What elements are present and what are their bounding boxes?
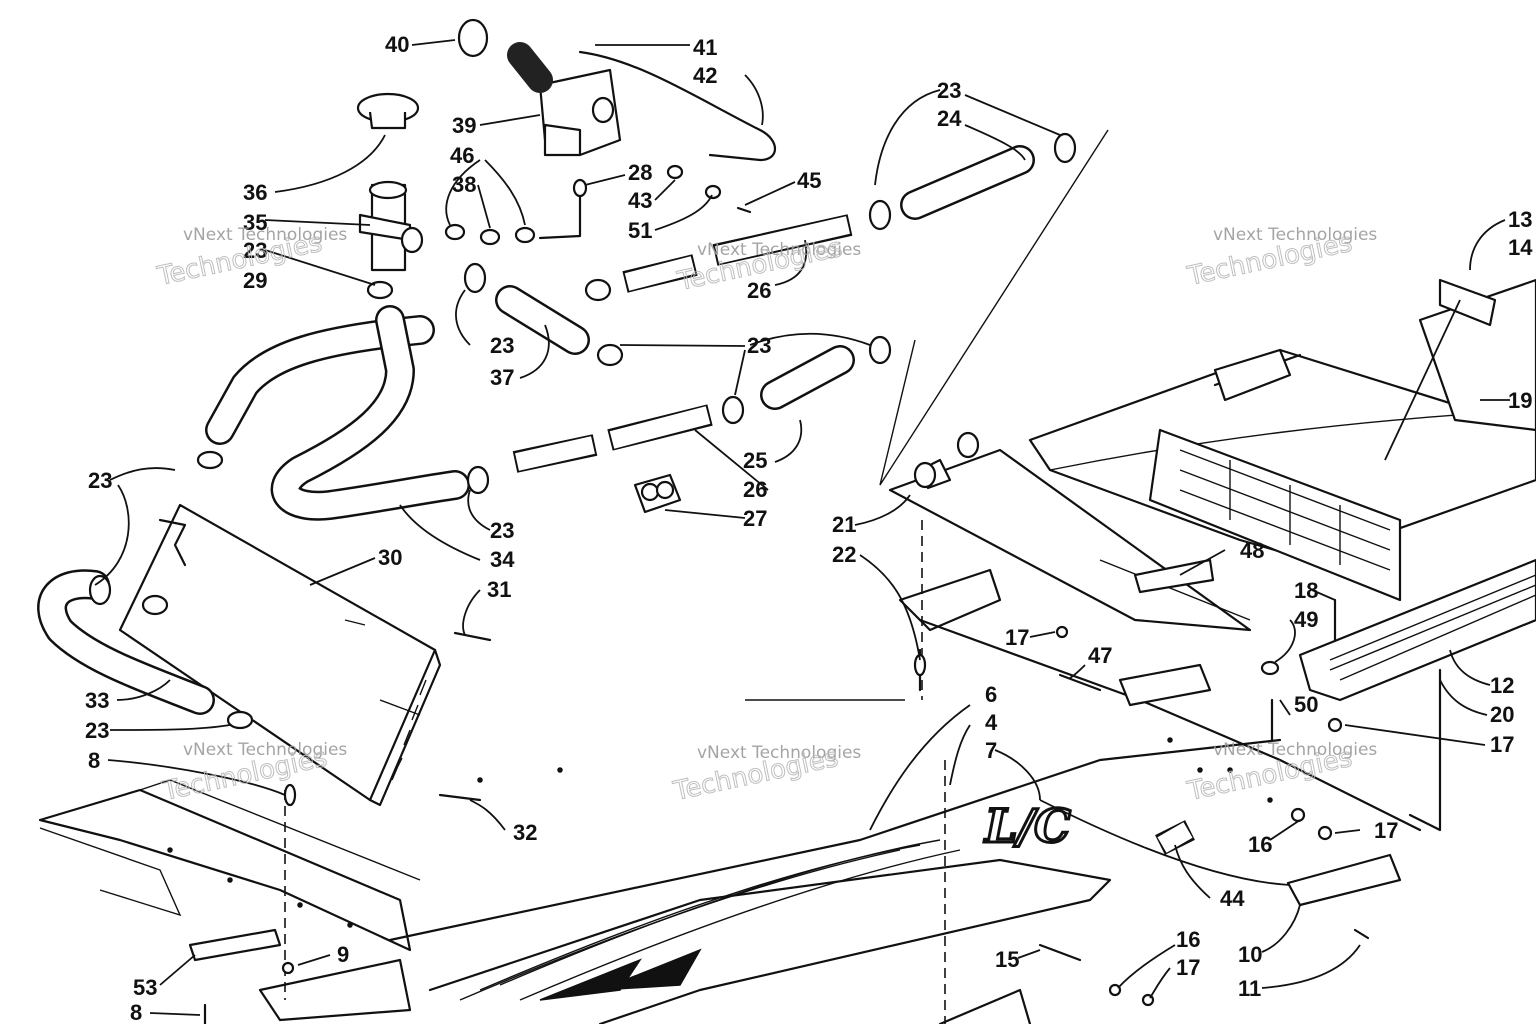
hose-assemblies	[37, 145, 1035, 715]
callout-37: 37	[490, 365, 514, 390]
callout-25: 25	[743, 448, 767, 473]
callout-17-d: 17	[1176, 955, 1200, 980]
callout-38: 38	[452, 172, 476, 197]
callout-18: 18	[1294, 578, 1318, 603]
callout-47: 47	[1088, 643, 1112, 668]
callout-17-c: 17	[1374, 818, 1398, 843]
callout-34: 34	[490, 547, 515, 572]
callout-23-e: 23	[490, 518, 514, 543]
chassis-belly-pan	[38, 568, 1422, 1026]
callout-44: 44	[1220, 886, 1245, 911]
callout-33: 33	[85, 688, 109, 713]
callout-7: 7	[985, 738, 997, 763]
callout-28: 28	[628, 160, 652, 185]
callout-11: 11	[1238, 976, 1261, 1001]
watermark-text: vNext Technologies	[697, 743, 861, 763]
callout-23-c: 23	[490, 333, 514, 358]
callout-41: 41	[693, 35, 717, 60]
callout-49: 49	[1294, 607, 1318, 632]
callout-24: 24	[937, 106, 962, 131]
callout-40: 40	[385, 32, 409, 57]
callout-17-b: 17	[1490, 732, 1514, 757]
reservoir-bracket	[457, 18, 622, 157]
callout-23-g: 23	[85, 718, 109, 743]
callout-43: 43	[628, 188, 652, 213]
callout-36: 36	[243, 180, 267, 205]
watermark-text: vNext Technologies	[1213, 740, 1377, 760]
callout-8-b: 8	[130, 1000, 142, 1024]
callout-20: 20	[1490, 702, 1514, 727]
tubes	[512, 214, 853, 473]
callout-29: 29	[243, 268, 267, 293]
callout-10: 10	[1238, 942, 1262, 967]
callout-46: 46	[450, 143, 474, 168]
callout-4: 4	[985, 710, 998, 735]
callout-23-f: 23	[88, 468, 112, 493]
leader-lines	[94, 39, 1510, 1016]
callout-53: 53	[133, 975, 157, 1000]
callout-17-a: 17	[1005, 625, 1029, 650]
hose-clamps	[88, 132, 1077, 730]
callout-15: 15	[995, 947, 1019, 972]
fittings	[141, 50, 927, 1026]
callout-31: 31	[487, 577, 511, 602]
callout-35: 35	[243, 210, 267, 235]
heat-exchanger	[118, 503, 442, 807]
callout-12: 12	[1490, 673, 1514, 698]
callout-32: 32	[513, 820, 537, 845]
watermark-text: vNext Technologies	[697, 240, 861, 260]
watermark-text: vNext Technologies	[183, 225, 347, 245]
callout-6: 6	[985, 682, 997, 707]
callout-21: 21	[832, 512, 856, 537]
callout-13: 13	[1508, 207, 1532, 232]
callout-27: 27	[743, 506, 767, 531]
rear-tray-assembly: L/C	[888, 278, 1536, 1007]
callout-39: 39	[452, 113, 476, 138]
callout-26-a: 26	[747, 278, 771, 303]
callout-26-b: 26	[743, 477, 767, 502]
callout-50: 50	[1294, 692, 1318, 717]
callout-8-a: 8	[88, 748, 100, 773]
callout-22: 22	[832, 542, 856, 567]
callout-16-b: 16	[1176, 927, 1200, 952]
callout-48: 48	[1240, 538, 1264, 563]
callout-42: 42	[693, 63, 717, 88]
watermark-text: vNext Technologies	[183, 740, 347, 760]
watermark-text: vNext Technologies	[1213, 225, 1377, 245]
callout-9: 9	[337, 942, 349, 967]
callout-19: 19	[1508, 388, 1532, 413]
callout-16-a: 16	[1248, 832, 1272, 857]
lc-logo: L/C	[983, 799, 1071, 853]
clamp-icon	[88, 132, 1077, 730]
callout-23-d: 23	[747, 333, 771, 358]
filler-neck	[356, 92, 424, 272]
callout-labels: 40 41 42 39 36 46 38 28 43 45 51 35 23 2…	[85, 32, 1533, 1025]
callout-23-b: 23	[937, 78, 961, 103]
callout-23-a: 23	[243, 238, 267, 263]
callout-45: 45	[797, 168, 821, 193]
callout-14: 14	[1508, 235, 1533, 260]
callout-51: 51	[628, 218, 652, 243]
callout-30: 30	[378, 545, 402, 570]
